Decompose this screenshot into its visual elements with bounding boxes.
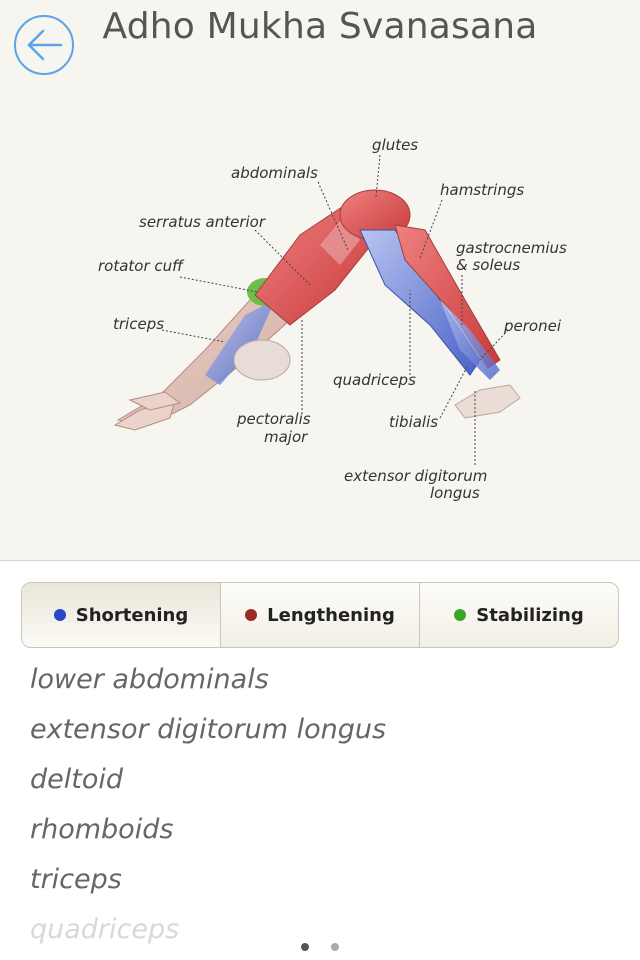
green-dot-icon (454, 609, 467, 621)
back-arrow-icon (27, 29, 63, 61)
muscle-action-tabs: Shortening Lengthening Stabilizing (21, 582, 619, 648)
anatomy-panel: Adho Mukha Svanasana (0, 0, 640, 560)
tab-label: Lengthening (267, 604, 395, 626)
label-hamstrings: hamstrings (440, 181, 525, 199)
list-item: extensor digitorum longus (30, 714, 387, 745)
red-dot-icon (245, 609, 258, 621)
page-dot-active (301, 943, 310, 951)
muscle-list[interactable]: lower abdominals extensor digitorum long… (30, 660, 386, 960)
label-abdominals: abdominals (231, 164, 318, 182)
label-serratus-anterior: serratus anterior (139, 213, 266, 231)
label-soleus: & soleus (456, 256, 521, 274)
label-glutes: glutes (372, 136, 419, 154)
list-item: triceps (30, 864, 122, 895)
list-item: rhomboids (30, 814, 174, 845)
label-peronei: peronei (504, 317, 561, 335)
tab-stabilizing[interactable]: Stabilizing (420, 583, 618, 647)
tab-label: Stabilizing (476, 604, 584, 626)
back-button[interactable] (14, 15, 74, 75)
pose-illustration (113, 154, 521, 465)
page-title: Adho Mukha Svanasana (102, 6, 538, 47)
list-item: lower abdominals (30, 664, 269, 695)
divider (0, 560, 640, 561)
tab-shortening[interactable]: Shortening (22, 583, 221, 647)
tab-label: Shortening (75, 604, 189, 626)
blue-dot-icon (53, 609, 66, 621)
label-pectoralis-major: major (264, 428, 308, 446)
label-gastrocnemius: gastrocnemius (456, 239, 567, 257)
page-indicator[interactable] (0, 936, 640, 955)
list-item: deltoid (30, 764, 123, 795)
list-item: quadriceps (30, 914, 180, 945)
label-rotator-cuff: rotator cuff (98, 257, 183, 275)
label-quadriceps: quadriceps (333, 371, 416, 389)
label-extensor-longus: longus (430, 484, 480, 502)
label-extensor-digitorum: extensor digitorum (344, 467, 488, 485)
label-tibialis: tibialis (389, 413, 439, 431)
label-triceps: triceps (113, 315, 165, 333)
label-pectoralis: pectoralis (237, 410, 311, 428)
tab-lengthening[interactable]: Lengthening (221, 583, 420, 647)
page-dot (330, 943, 339, 951)
